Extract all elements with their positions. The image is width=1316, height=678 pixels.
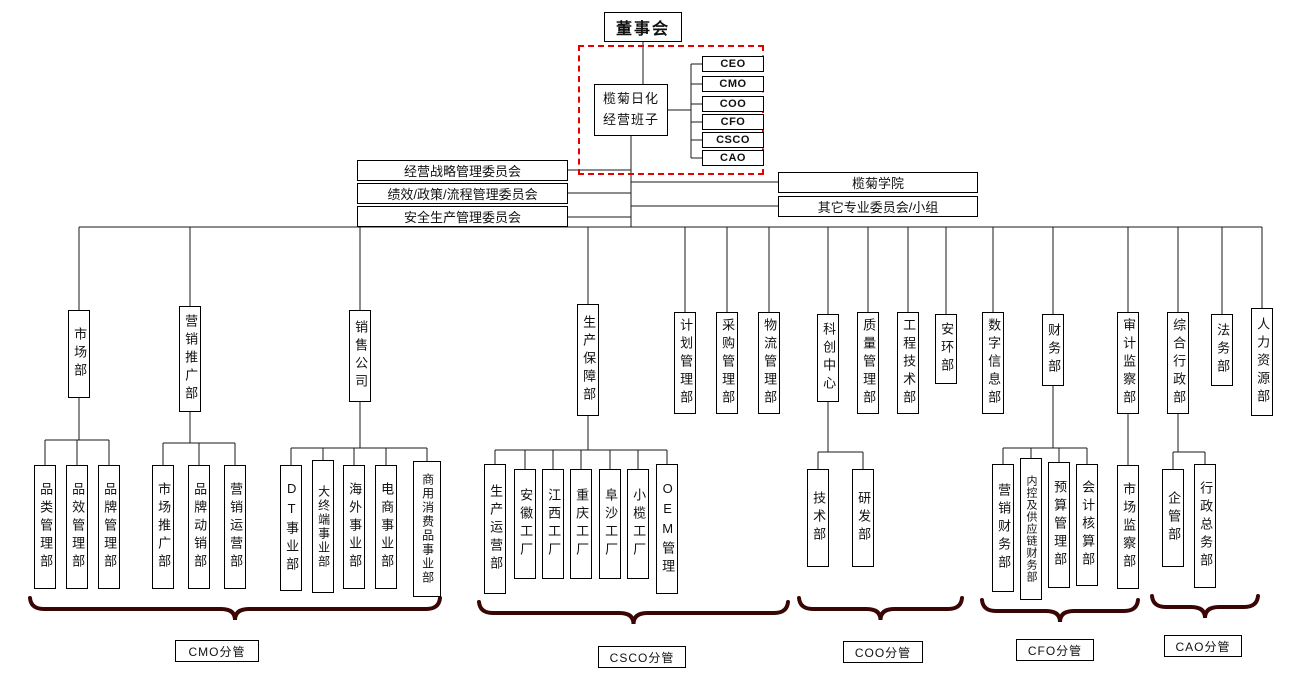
brace-label-cfo: CFO分管 (1016, 639, 1094, 661)
subdept-brand-activation: 品牌动销部 (188, 465, 210, 589)
subdept-market-supervision: 市场监察部 (1117, 465, 1139, 589)
subdept-oem-mgmt: OEM管理 (656, 464, 678, 594)
dept-procurement-mgmt: 采购管理部 (716, 312, 738, 414)
committee-strategy: 经营战略管理委员会 (357, 160, 568, 181)
brace-coo (797, 596, 964, 621)
brace-csco (477, 600, 790, 625)
exec-csco: CSCO (702, 132, 764, 148)
bu-ecommerce: 电商事业部 (375, 465, 397, 589)
exec-coo: COO (702, 96, 764, 112)
dept-marketing-promotion: 营销推广部 (179, 306, 201, 412)
factory-jiangxi: 江西工厂 (542, 469, 564, 579)
bu-dt: DT事业部 (280, 465, 302, 591)
dept-market: 市场部 (68, 310, 90, 398)
factory-anhui: 安徽工厂 (514, 469, 536, 579)
committee-safety-production: 安全生产管理委员会 (357, 206, 568, 227)
dept-legal: 法务部 (1211, 314, 1233, 386)
subdept-category-mgmt: 品类管理部 (34, 465, 56, 589)
dept-human-resources: 人力资源部 (1251, 308, 1273, 416)
subdept-enterprise-mgmt: 企管部 (1162, 469, 1184, 567)
factory-fusha: 阜沙工厂 (599, 469, 621, 579)
brace-label-coo: COO分管 (843, 641, 923, 663)
management-team-box: 榄菊日化经营班子 (594, 84, 668, 136)
subdept-marketing-finance: 营销财务部 (992, 464, 1014, 592)
other-committees-groups: 其它专业委员会/小组 (778, 196, 978, 217)
dept-quality-mgmt: 质量管理部 (857, 312, 879, 414)
exec-cfo: CFO (702, 114, 764, 130)
committee-performance-policy-process: 绩效/政策/流程管理委员会 (357, 183, 568, 204)
dept-production-support: 生产保障部 (577, 304, 599, 416)
brace-cmo (28, 596, 442, 621)
dept-engineering-tech: 工程技术部 (897, 312, 919, 414)
management-team-box-line2: 经营班子 (602, 112, 659, 127)
bu-overseas: 海外事业部 (343, 465, 365, 589)
dept-logistics-mgmt: 物流管理部 (758, 312, 780, 414)
dept-audit-supervision: 审计监察部 (1117, 312, 1139, 414)
dept-sales-company: 销售公司 (349, 310, 371, 402)
subdept-accounting: 会计核算部 (1076, 464, 1098, 586)
subdept-admin-general-affairs: 行政总务部 (1194, 464, 1216, 588)
exec-cao: CAO (702, 150, 764, 166)
dept-sci-innovation-center: 科创中心 (817, 314, 839, 402)
dept-general-admin: 综合行政部 (1167, 312, 1189, 414)
subdept-marketing-operations: 营销运营部 (224, 465, 246, 589)
brace-cao (1150, 594, 1260, 619)
bu-commercial-consumer: 商用消费品事业部 (413, 461, 441, 597)
dept-digital-information: 数字信息部 (982, 312, 1004, 414)
exec-cmo: CMO (702, 76, 764, 92)
brace-label-csco: CSCO分管 (598, 646, 686, 668)
factory-xiaolan: 小榄工厂 (627, 469, 649, 579)
brace-label-cao: CAO分管 (1164, 635, 1242, 657)
dept-finance: 财务部 (1042, 314, 1064, 386)
exec-ceo: CEO (702, 56, 764, 72)
board-title: 董事会 (604, 12, 682, 42)
subdept-market-promotion: 市场推广部 (152, 465, 174, 589)
dept-safety-environment: 安环部 (935, 314, 957, 384)
management-team-box-line1: 榄菊日化 (602, 91, 659, 107)
subdept-production-operations: 生产运营部 (484, 464, 506, 594)
factory-chongqing: 重庆工厂 (570, 469, 592, 579)
subdept-internal-control-supply-chain-finance: 内控及供应链财务部 (1020, 458, 1042, 600)
dept-planning-mgmt: 计划管理部 (674, 312, 696, 414)
bu-large-terminal: 大终端事业部 (312, 460, 334, 593)
subdept-brand-mgmt: 品牌管理部 (98, 465, 120, 589)
lanju-academy: 榄菊学院 (778, 172, 978, 193)
subdept-budget-mgmt: 预算管理部 (1048, 462, 1070, 588)
brace-label-cmo: CMO分管 (175, 640, 259, 662)
subdept-product-effect-mgmt: 品效管理部 (66, 465, 88, 589)
brace-cfo (980, 598, 1140, 623)
subdept-rd: 研发部 (852, 469, 874, 567)
subdept-technology: 技术部 (807, 469, 829, 567)
